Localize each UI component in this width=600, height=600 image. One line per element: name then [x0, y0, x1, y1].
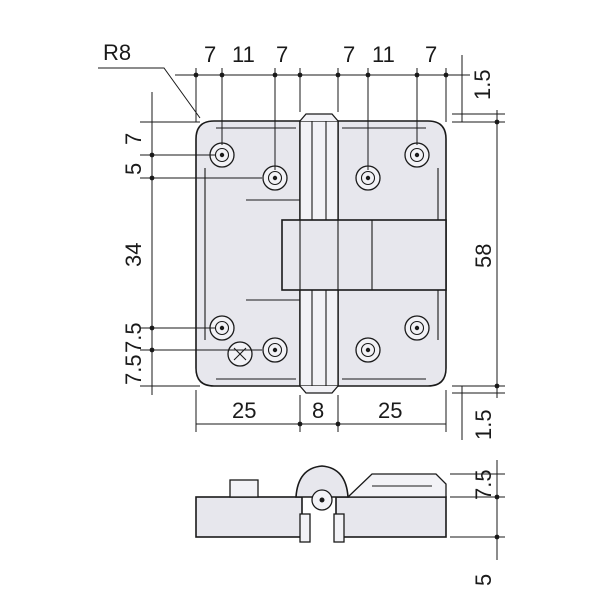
left-dim-34: 34 [121, 243, 146, 267]
left-dim-bottom: 7.5 [121, 354, 146, 385]
side-left-leaf [195, 496, 303, 538]
side-bracket-right [333, 513, 345, 543]
knuckle-top [299, 113, 339, 122]
side-right-leaf [335, 496, 447, 538]
radius-label: R8 [103, 40, 131, 65]
top-right-dim-3: 7 [425, 42, 437, 67]
hinge-front-view [195, 113, 447, 394]
top-right-dim-2: 11 [372, 42, 395, 67]
knuckle-bottom [299, 385, 339, 394]
side-pin-center [319, 497, 325, 503]
screw-hole-icon [404, 142, 430, 168]
left-dim-7-5: 7.5 [121, 322, 146, 353]
right-dim-58: 58 [471, 244, 496, 268]
top-left-dim-2: 11 [232, 42, 255, 67]
top-edge-dim: 1.5 [470, 69, 495, 100]
bottom-dim-mid: 8 [312, 398, 324, 423]
top-left-dim-1: 7 [204, 42, 216, 67]
bottom-dim-right: 25 [378, 398, 402, 423]
side-bracket-left [299, 513, 311, 543]
screw-hole-icon [262, 337, 288, 363]
cam-block [281, 219, 447, 291]
bottom-edge-dim: 1.5 [471, 409, 496, 440]
screw-hole-icon [404, 315, 430, 341]
side-knuckle [295, 465, 349, 498]
bottom-dim-left: 25 [232, 398, 256, 423]
cross-screw-icon [227, 341, 253, 367]
screw-hole-icon [355, 337, 381, 363]
screw-holes [209, 142, 430, 363]
top-left-dim-3: 7 [276, 42, 288, 67]
side-dim-5: 5 [471, 574, 496, 586]
leaf-inner-outline [216, 127, 426, 380]
side-dim-7-5: 7.5 [471, 469, 496, 500]
left-dim-5: 5 [121, 163, 146, 175]
top-right-dim-1: 7 [343, 42, 355, 67]
side-screw-head [229, 479, 259, 498]
hinge-side-view [195, 465, 447, 543]
dimension-labels: R8 7 11 7 7 11 7 1.5 7 5 34 7.5 7.5 58 2… [103, 40, 496, 586]
dimension-dots [149, 72, 500, 540]
left-dim-top: 7 [121, 133, 146, 145]
